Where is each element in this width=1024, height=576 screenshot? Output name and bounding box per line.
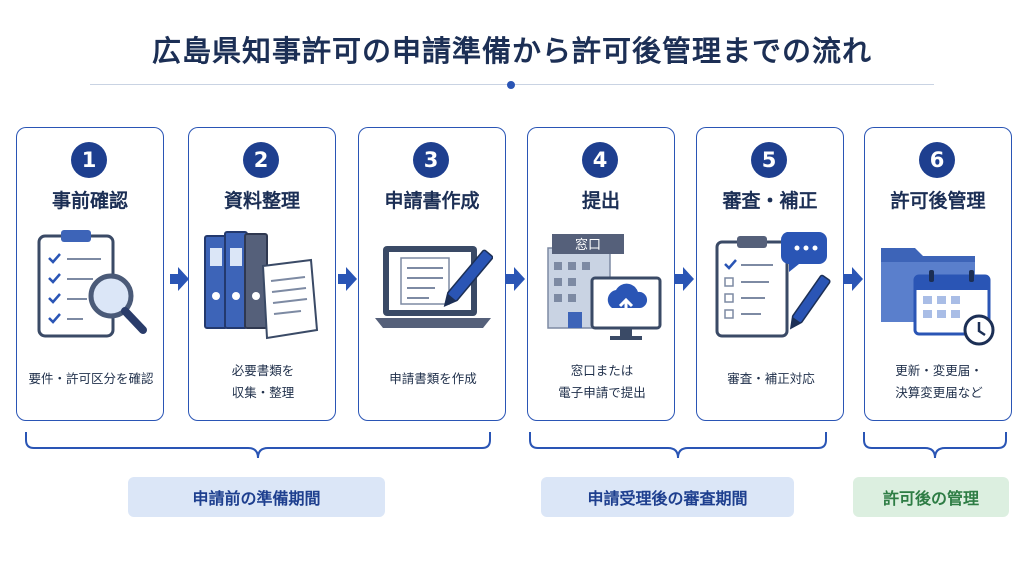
step-description-line: 必要書類を (231, 363, 295, 378)
phase-label-post: 許可後の管理 (853, 477, 1009, 517)
building-sign: 窓口 (575, 237, 601, 253)
step-title: 事前確認 (51, 190, 128, 212)
step-number: 3 (413, 142, 449, 178)
step-number: 6 (919, 142, 955, 178)
arrow-right-icon (336, 266, 358, 292)
clipboard-chat-pen-icon (711, 226, 831, 356)
phase-brace-post (863, 432, 1007, 459)
step-card-6: 6 許可後管理 更新・変更届・ 決算変更届など (864, 127, 1012, 421)
step-description-line: 更新・変更届・ (895, 363, 983, 378)
step-description-line: 審査・補正対応 (727, 371, 815, 386)
arrow-right-icon (673, 266, 695, 292)
phase-label-review: 申請受理後の審査期間 (541, 477, 794, 517)
page-title: 広島県知事許可の申請準備から許可後管理までの流れ (151, 34, 872, 68)
phase-brace-review (529, 432, 827, 459)
step-number: 4 (582, 142, 618, 178)
step-title: 資料整理 (223, 190, 300, 212)
step-card-4: 4 提出 窓口 窓口または 電子申請で提出 (527, 127, 675, 421)
step-description: 必要書類を 収集・整理 (193, 360, 333, 404)
step-number: 5 (751, 142, 787, 178)
step-number: 1 (71, 142, 107, 178)
step-title: 許可後管理 (890, 190, 986, 212)
step-description: 審査・補正対応 (701, 368, 841, 390)
step-card-3: 3 申請書作成 申請書類を作成 (358, 127, 506, 421)
step-title: 提出 (581, 190, 620, 212)
laptop-pen-icon (373, 226, 494, 356)
arrow-right-icon (504, 266, 526, 292)
arrow-right-icon (842, 266, 864, 292)
step-description-line: 電子申請で提出 (558, 385, 646, 400)
step-title: 審査・補正 (722, 190, 818, 212)
clipboard-magnifier-icon (31, 226, 151, 356)
step-card-2: 2 資料整理 必要書類を 収集・整理 (188, 127, 336, 421)
phase-brace-preparation (25, 432, 491, 459)
step-description: 更新・変更届・ 決算変更届など (869, 360, 1009, 404)
step-card-5: 5 審査・補正 審査・補正対応 (696, 127, 844, 421)
step-card-1: 1 事前確認 要件・許可区分を確認 (16, 127, 164, 421)
folder-calendar-clock-icon (879, 226, 999, 356)
arrow-right-icon (168, 266, 190, 292)
step-description-line: 収集・整理 (231, 385, 295, 400)
step-title: 申請書作成 (384, 190, 480, 212)
step-description: 窓口または 電子申請で提出 (532, 360, 672, 404)
step-description: 要件・許可区分を確認 (21, 368, 161, 390)
binders-documents-icon (203, 226, 323, 356)
step-number: 2 (243, 142, 279, 178)
step-description: 申請書類を作成 (363, 368, 503, 390)
step-description-line: 窓口または (570, 363, 634, 378)
office-building-computer-icon: 窓口 (542, 226, 662, 356)
step-description-line: 要件・許可区分を確認 (28, 371, 154, 386)
step-description-line: 決算変更届など (895, 385, 983, 400)
phase-label-preparation: 申請前の準備期間 (128, 477, 385, 517)
step-description-line: 申請書類を作成 (389, 371, 477, 386)
title-divider-dot (507, 81, 515, 89)
